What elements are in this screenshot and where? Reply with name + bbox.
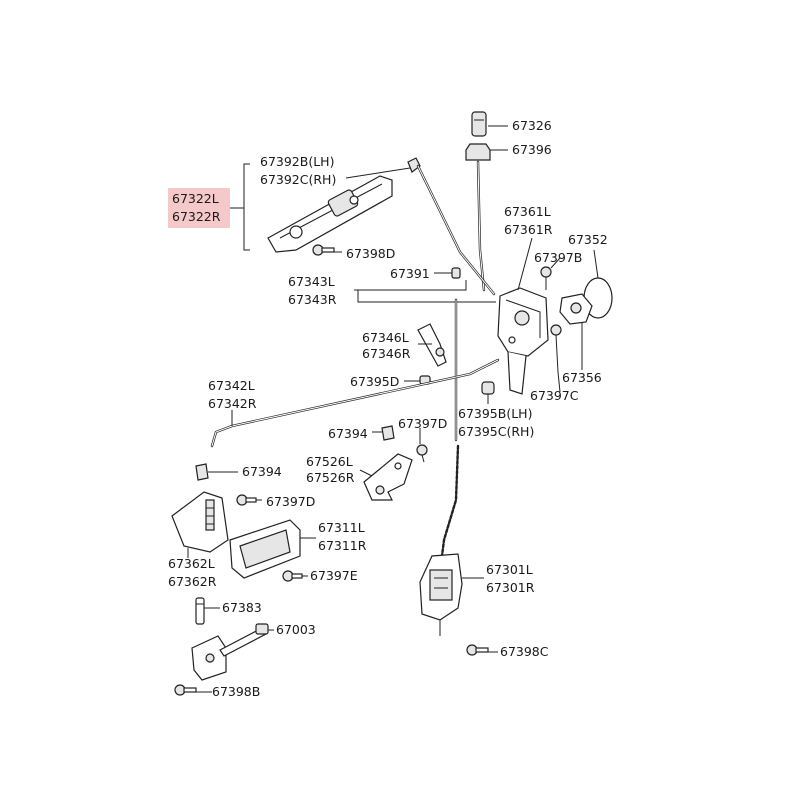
label-67391: 67391 xyxy=(390,266,430,281)
label-67361l: 67361L xyxy=(504,204,551,219)
leader-67361 xyxy=(517,237,533,291)
leader-67392 xyxy=(345,167,411,179)
part-67398d-bolt[interactable] xyxy=(312,244,335,256)
label-67394-upper: 67394 xyxy=(328,426,368,441)
label-67397b: 67397B xyxy=(534,250,582,265)
part-67383-pin[interactable] xyxy=(195,597,205,625)
label-67397e: 67397E xyxy=(310,568,358,583)
label-67311l: 67311L xyxy=(318,520,365,535)
part-67326[interactable] xyxy=(471,111,487,137)
label-67352: 67352 xyxy=(568,232,608,247)
label-67003: 67003 xyxy=(276,622,316,637)
part-67397d-screw-lower[interactable] xyxy=(236,494,257,506)
leader-67352 xyxy=(593,249,599,279)
part-67398b-bolt[interactable] xyxy=(174,684,197,696)
label-67362l: 67362L xyxy=(168,556,215,571)
part-67397b-screw[interactable] xyxy=(540,266,552,290)
label-67342r: 67342R xyxy=(208,396,257,411)
label-67342l: 67342L xyxy=(208,378,255,393)
part-67395b-clip[interactable] xyxy=(481,381,495,395)
label-67346l: 67346L xyxy=(362,330,409,345)
label-67392b: 67392B(LH) xyxy=(260,154,334,169)
label-67322r: 67322R xyxy=(172,209,221,224)
part-67398c-bolt[interactable] xyxy=(466,644,489,656)
label-67397d-lower: 67397D xyxy=(266,494,315,509)
leader-67526 xyxy=(359,469,373,477)
part-67301-lock-actuator[interactable] xyxy=(419,553,463,636)
label-67326: 67326 xyxy=(512,118,552,133)
label-67361r: 67361R xyxy=(504,222,553,237)
part-67361-door-latch[interactable] xyxy=(497,287,549,395)
part-67346-lever[interactable] xyxy=(417,323,447,367)
label-67394-lower: 67394 xyxy=(242,464,282,479)
label-67301l: 67301L xyxy=(486,562,533,577)
label-67343l: 67343L xyxy=(288,274,335,289)
part-67356-striker[interactable] xyxy=(559,293,593,325)
label-67311r: 67311R xyxy=(318,538,367,553)
label-67398d: 67398D xyxy=(346,246,395,261)
label-67322l: 67322L xyxy=(172,191,219,206)
bracket-67322 xyxy=(243,163,250,251)
label-67383: 67383 xyxy=(222,600,262,615)
part-67526-bracket[interactable] xyxy=(363,453,413,501)
label-67397c: 67397C xyxy=(530,388,579,403)
part-67392-clip[interactable] xyxy=(407,157,421,173)
highlight-67322 xyxy=(168,188,230,228)
label-67395b: 67395B(LH) xyxy=(458,406,532,421)
cable-inside-lock xyxy=(438,444,460,574)
label-67396: 67396 xyxy=(512,142,552,157)
label-67346r: 67346R xyxy=(362,346,411,361)
part-67394-clip-lower[interactable] xyxy=(195,463,209,481)
bracket-67343 xyxy=(354,280,496,303)
part-67311-inside-handle[interactable] xyxy=(229,519,301,579)
part-67396[interactable] xyxy=(465,143,491,161)
label-67398c: 67398C xyxy=(500,644,549,659)
part-67362-inside-bracket[interactable] xyxy=(171,491,229,553)
label-67395d: 67395D xyxy=(350,374,399,389)
part-67397c-screw[interactable] xyxy=(550,324,562,373)
label-67526l: 67526L xyxy=(306,454,353,469)
label-67397d-upper: 67397D xyxy=(398,416,447,431)
label-67343r: 67343R xyxy=(288,292,337,307)
label-67362r: 67362R xyxy=(168,574,217,589)
label-67301r: 67301R xyxy=(486,580,535,595)
part-67397d-screw-upper[interactable] xyxy=(416,444,428,463)
part-67322-outside-handle[interactable] xyxy=(267,175,393,253)
part-67003-door-check[interactable] xyxy=(191,623,269,681)
part-67391-clip[interactable] xyxy=(451,267,461,279)
label-67395c: 67395C(RH) xyxy=(458,424,534,439)
label-67398b: 67398B xyxy=(212,684,260,699)
leader-67397c xyxy=(557,371,561,393)
label-67392c: 67392C(RH) xyxy=(260,172,336,187)
part-67397e-screw[interactable] xyxy=(282,570,303,582)
label-67526r: 67526R xyxy=(306,470,355,485)
label-67356: 67356 xyxy=(562,370,602,385)
leader-67397b xyxy=(550,257,561,269)
part-67394-clip-upper[interactable] xyxy=(381,425,395,441)
